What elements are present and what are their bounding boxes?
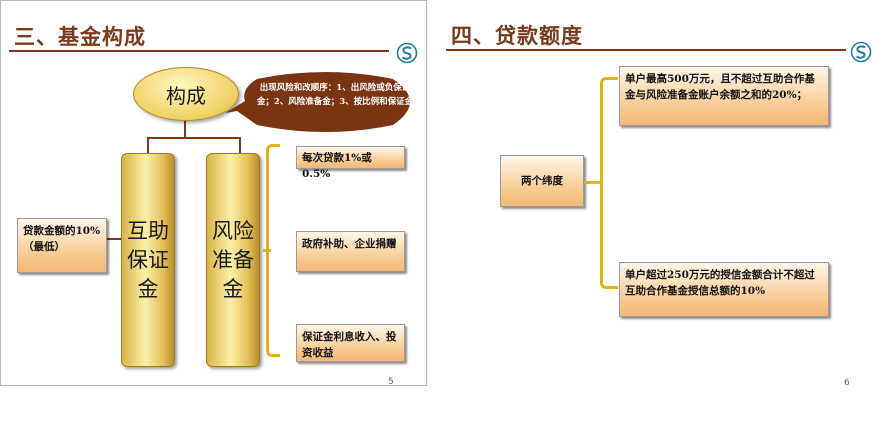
limit-box-1: 单户最高500万元，且不超过互助合作基金与风险准备金账户余额之和的20%； <box>619 66 829 126</box>
pillar-risk-label: 风险准备金 <box>212 218 254 301</box>
pillar-mutual-label: 互助保证金 <box>127 218 169 301</box>
slide-5: 三、基金构成 构成 出现风险和改顺序：1、出风险或负保证金；2、风险准备金；3、… <box>0 0 427 387</box>
connector-line <box>239 137 241 153</box>
slide-6: 四、贷款额度 两个纬度 单户最高500万元，且不超过互助合作基金与风险准备金账户… <box>432 0 883 388</box>
two-dimensions-box: 两个纬度 <box>500 155 584 207</box>
connector-line <box>107 238 121 240</box>
callout-bubble <box>225 72 410 132</box>
bank-logo-icon <box>396 42 418 64</box>
loan-amount-box: 贷款金额的10%（最低） <box>17 218 107 273</box>
two-dimensions-label: 两个纬度 <box>521 175 563 187</box>
bracket-tick <box>263 249 271 252</box>
limit-box-2: 单户超过250万元的授信金额合计不超过互助合作基金授信总额的10% <box>619 262 829 317</box>
source-item-3: 保证金利息收入、投资收益 <box>296 324 405 362</box>
page-number: 5 <box>388 377 394 387</box>
connector-line <box>184 119 186 137</box>
composition-node: 构成 <box>133 67 239 121</box>
bank-logo-icon <box>850 41 872 63</box>
slide-6-title: 四、贷款额度 <box>451 24 583 48</box>
pillar-mutual-guarantee-fund: 互助保证金 <box>121 153 175 367</box>
slide-5-title: 三、基金构成 <box>14 25 146 49</box>
limits-bracket <box>600 77 618 289</box>
connector-line <box>147 137 241 139</box>
pillar-risk-reserve-fund: 风险准备金 <box>206 153 260 367</box>
connector-line <box>147 137 149 153</box>
title-rule <box>9 50 389 52</box>
source-item-1: 每次贷款1%或0.5% <box>296 146 405 180</box>
page-number: 6 <box>844 378 850 388</box>
callout-text: 出现风险和改顺序：1、出风险或负保证金；2、风险准备金；3、按比例和保证金 <box>256 83 414 107</box>
connector-line <box>584 181 602 184</box>
source-item-2: 政府补助、企业捐赠 <box>296 231 405 272</box>
title-rule <box>446 49 846 51</box>
